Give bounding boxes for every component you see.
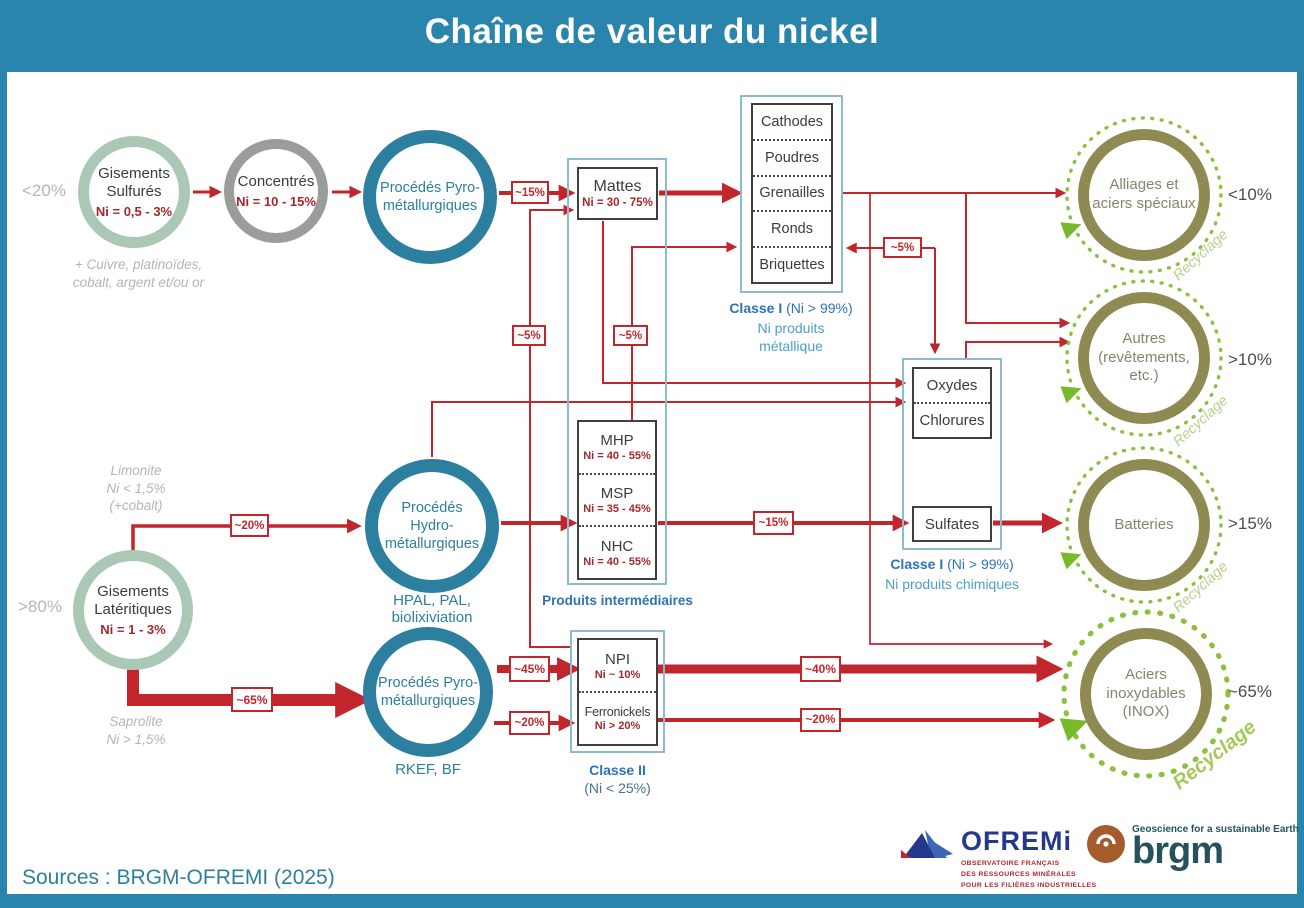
caption-classe1-metal: Classe I (Ni > 99%)	[729, 300, 853, 316]
node-grade: Ni = 1 - 3%	[100, 622, 166, 637]
caption-produits-intermediaires: Produits intermédiaires	[542, 593, 693, 608]
item-ronds: Ronds	[753, 210, 831, 246]
caption-classe1-chem-sub: Ni produits chimiques	[885, 576, 1019, 592]
container-classe2	[570, 630, 665, 753]
item-poudres: Poudres	[753, 138, 831, 175]
share-batteries: >15%	[1228, 514, 1272, 533]
node-gisements-sulfures: Gisements Sulfurés Ni = 0,5 - 3%	[78, 136, 190, 248]
node-label: Gisements Latéritiques	[94, 583, 172, 618]
caption-classe1-chem: Classe I (Ni > 99%)	[890, 556, 1014, 572]
box-classe1-metal: Cathodes Poudres Grenailles Ronds Brique…	[751, 103, 833, 284]
flow-badge-npi-mattes: ~5%	[512, 325, 546, 346]
share-lateritiques: >80%	[18, 597, 62, 616]
brgm-logo: Geoscience for a sustainable Earth brgm	[1086, 824, 1299, 872]
note-saprolite: Saprolite Ni > 1,5%	[106, 714, 166, 747]
flow-badge-npi-inox: ~40%	[800, 656, 841, 682]
note-hydro-processes: HPAL, PAL, biolixiviation	[391, 592, 473, 626]
node-label: Gisements Sulfurés	[98, 165, 170, 200]
share-alliages: <10%	[1228, 185, 1272, 204]
box-mhp-msp-nhc: MHP Ni = 40 - 55% MSP Ni = 35 - 45% NHC …	[577, 420, 657, 580]
brgm-logo-tagline: Geoscience for a sustainable Earth	[1132, 824, 1299, 835]
item-oxydes: Oxydes	[926, 377, 978, 394]
item-briquettes: Briquettes	[753, 246, 831, 282]
item-sulfates: Sulfates	[924, 515, 980, 533]
node-label: Concentrés	[237, 173, 315, 190]
box-oxydes-chlorures: Oxydes Chlorures	[912, 367, 992, 439]
flow-badge-ferro-inox: ~20%	[800, 708, 841, 732]
flow-badge-pyro1-mattes: ~15%	[511, 181, 549, 204]
node-procedes-pyro-1: Procédés Pyro- métallurgiques	[363, 130, 497, 264]
node-label: Batteries	[1114, 515, 1174, 533]
flow-badge-nhc-sulfates: ~15%	[753, 511, 794, 535]
flow-badge-recycle-classe1: ~5%	[883, 237, 922, 258]
node-concentres: Concentrés Ni = 10 - 15%	[224, 139, 328, 243]
node-inox: Aciers inoxydables (INOX)	[1080, 628, 1212, 760]
ofremi-logo-name: OFREMi	[961, 826, 1072, 856]
note-pyro2-processes: RKEF, BF	[395, 761, 461, 778]
flow-badge-pyro2-npi: ~45%	[509, 656, 550, 682]
node-label: Aciers inoxydables (INOX)	[1106, 665, 1186, 721]
flow-badge-pyro2-ferro: ~20%	[509, 711, 550, 735]
mattes-label: Mattes	[593, 178, 642, 195]
node-procedes-pyro-2: Procédés Pyro- métallurgiques	[363, 627, 493, 757]
flow-badge-limonite-hydro: ~20%	[230, 514, 269, 537]
flow-badge-mhp-classe1: ~5%	[613, 325, 648, 346]
box-classe2: NPI Ni ~ 10% Ferronickels Ni > 20%	[577, 638, 658, 746]
item-cathodes: Cathodes	[760, 113, 824, 130]
box-sulfates: Sulfates	[912, 506, 992, 542]
item-grenailles: Grenailles	[753, 174, 831, 211]
share-sulfures: <20%	[22, 181, 66, 200]
item-nhc: NHC Ni = 40 - 55%	[579, 525, 655, 578]
item-npi: NPI Ni ~ 10%	[594, 650, 641, 681]
page-title: Chaîne de valeur du nickel	[424, 12, 880, 51]
ofremi-logo-mark	[901, 830, 953, 858]
ofremi-logo: OFREMi OBSERVATOIRE FRANÇAIS DES RESSOUR…	[901, 828, 1097, 892]
note-limonite: Limonite Ni < 1,5% (+cobalt)	[106, 463, 166, 514]
node-gisements-lateritiques: Gisements Latéritiques Ni = 1 - 3%	[73, 550, 193, 670]
box-mattes: Mattes Ni = 30 - 75%	[577, 167, 658, 220]
item-mhp: MHP Ni = 40 - 55%	[583, 432, 651, 463]
sources-text: Sources : BRGM-OFREMI (2025)	[22, 866, 335, 889]
node-autres: Autres (revêtements, etc.)	[1078, 292, 1210, 424]
caption-classe2-sub: (Ni < 25%)	[584, 780, 651, 796]
caption-classe2: Classe II	[589, 762, 646, 778]
item-ferronickels: Ferronickels Ni > 20%	[579, 691, 656, 744]
note-byproducts: + Cuivre, platinoïdes, cobalt, argent et…	[72, 257, 205, 290]
node-label: Procédés Pyro- métallurgiques	[378, 674, 478, 709]
item-chlorures: Chlorures	[914, 402, 990, 437]
node-label: Procédés Hydro- métallurgiques	[384, 499, 480, 553]
share-inox: ~65%	[1228, 682, 1272, 701]
ofremi-logo-subtitle: OBSERVATOIRE FRANÇAIS DES RESSOURCES MIN…	[961, 860, 1097, 889]
item-msp: MSP Ni = 35 - 45%	[579, 472, 655, 526]
node-label: Procédés Pyro- métallurgiques	[380, 179, 480, 214]
node-grade: Ni = 10 - 15%	[236, 194, 316, 209]
node-grade: Ni = 0,5 - 3%	[95, 204, 173, 219]
node-alliages: Alliages et aciers spéciaux	[1078, 129, 1210, 261]
brgm-logo-mark	[1087, 825, 1125, 863]
node-label: Alliages et aciers spéciaux	[1092, 176, 1196, 212]
flow-badge-saprolite-pyro: ~65%	[231, 687, 273, 712]
mattes-grade: Ni = 30 - 75%	[582, 197, 653, 209]
node-procedes-hydro: Procédés Hydro- métallurgiques	[365, 459, 499, 593]
brgm-logo-name: brgm	[1132, 830, 1224, 872]
share-autres: >10%	[1228, 350, 1272, 369]
node-batteries: Batteries	[1078, 459, 1210, 591]
caption-classe1-metal-sub: Ni produits métallique	[757, 320, 825, 355]
node-label: Autres (revêtements, etc.)	[1098, 329, 1190, 385]
